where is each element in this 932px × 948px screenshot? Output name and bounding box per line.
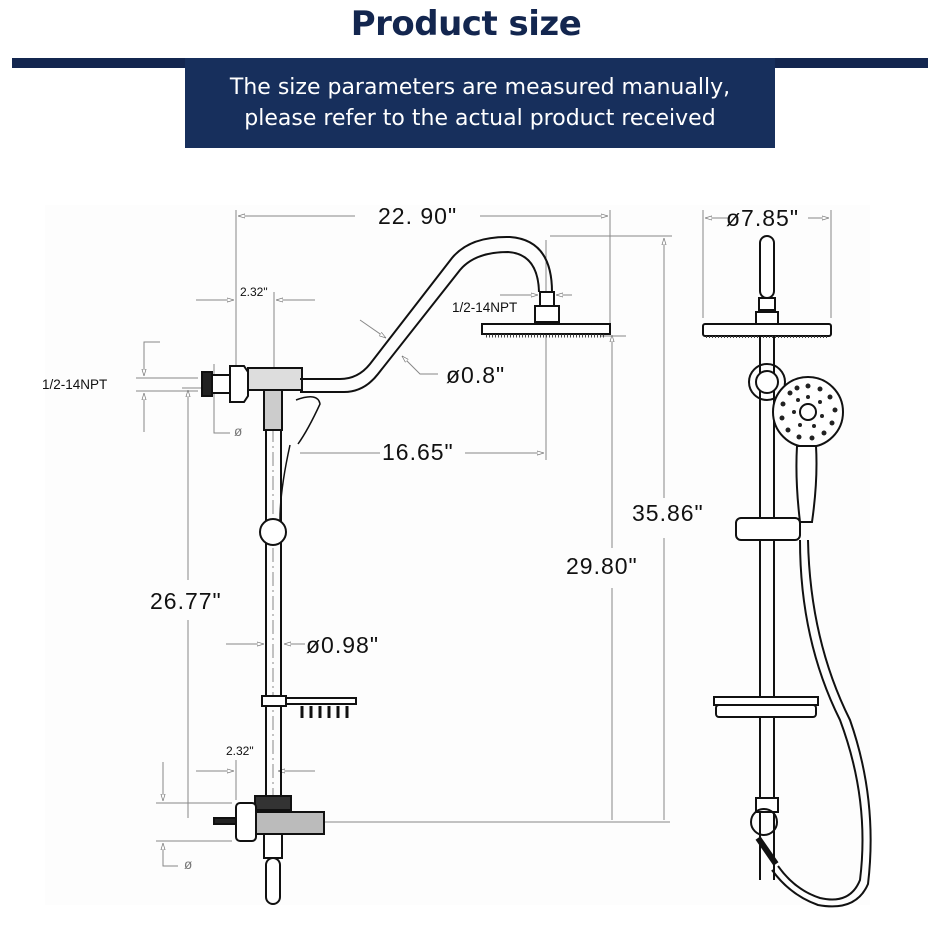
- dim-head-thread: 1/2-14NPT: [452, 300, 518, 315]
- soap-tray-side: [261, 695, 357, 718]
- dim-top-fitting-width: 2.32": [240, 285, 268, 299]
- dim-overall-width: 22. 90": [378, 203, 458, 229]
- shower-arm: [300, 235, 553, 380]
- riser-pipe: [259, 396, 321, 800]
- dim-bottom-pipe-symbol: ø: [184, 857, 193, 872]
- front-dimension-lines: [702, 210, 832, 318]
- top-diverter-valve: [201, 365, 303, 431]
- dim-rain-head-diameter: ø7.85": [726, 205, 799, 231]
- dim-riser-diameter: ø0.98": [306, 632, 379, 658]
- bottom-diverter-valve: [213, 795, 325, 905]
- shower-hose: [777, 539, 864, 901]
- soap-tray-front: [713, 696, 819, 718]
- front-top-arm: [759, 235, 775, 299]
- slide-bar-holder: [735, 517, 801, 541]
- dim-top-pipe-symbol: ø: [234, 424, 243, 439]
- rain-head-front: [702, 323, 832, 337]
- front-view: [702, 210, 872, 908]
- dim-arm-diameter: ø0.8": [446, 362, 506, 388]
- drawing-panel: [45, 205, 870, 905]
- notice-line-1: The size parameters are measured manuall…: [229, 75, 731, 100]
- dim-bottom-fitting-width: 2.32": [226, 744, 254, 758]
- dim-head-height: 29.80": [566, 553, 638, 579]
- dim-overall-height: 35.86": [632, 500, 704, 526]
- page-title: Product size: [350, 4, 582, 44]
- dim-riser-length: 26.77": [150, 588, 222, 614]
- dim-inlet-thread: 1/2-14NPT: [42, 377, 108, 392]
- rain-head-side: [481, 291, 611, 338]
- dim-arm-offset: 16.65": [382, 439, 454, 465]
- side-view: [136, 210, 672, 905]
- measurement-notice: The size parameters are measured manuall…: [185, 58, 775, 148]
- side-dimension-lines: [136, 210, 672, 900]
- notice-line-2: please refer to the actual product recei…: [244, 106, 716, 131]
- hand-shower-front: [772, 376, 844, 523]
